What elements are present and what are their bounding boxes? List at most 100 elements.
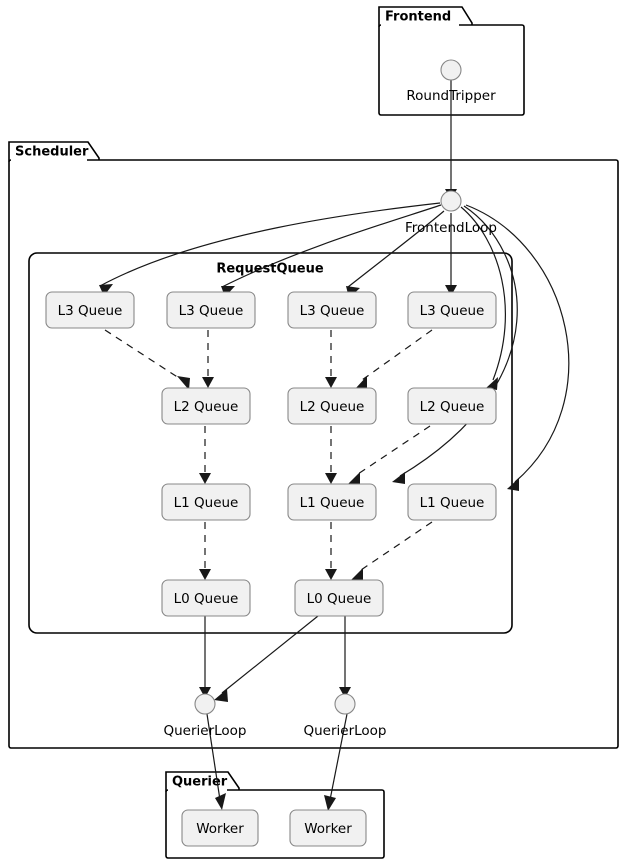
node-l3-queue-1[interactable]: L3 Queue bbox=[45, 291, 135, 329]
edge-l2-3-to-l1-2-arrow bbox=[347, 472, 360, 486]
interface-frontend-loop[interactable]: FrontendLoop bbox=[405, 190, 497, 236]
edge-l3-2-to-l2-1-arrow bbox=[202, 377, 214, 388]
node-l3-queue-1-box bbox=[45, 291, 135, 329]
edge-frontendloop-l1-3 bbox=[465, 204, 570, 483]
edges-l3-to-l2 bbox=[104, 329, 433, 390]
queue-row-l3: L3 Queue L3 Queue L3 Queue L3 Queue bbox=[45, 291, 497, 329]
edge-l2-1-to-l1-1-arrow bbox=[199, 473, 211, 484]
node-worker-2-label: Worker bbox=[304, 821, 352, 837]
node-l1-queue-2-box bbox=[287, 483, 377, 521]
node-l3-queue-4-box bbox=[407, 291, 497, 329]
node-l0-queue-2-label: L0 Queue bbox=[307, 591, 372, 607]
edge-frontendloop-l3-1 bbox=[99, 202, 441, 287]
edges-l0-to-querierloop bbox=[199, 615, 351, 702]
node-l1-queue-3-box bbox=[407, 483, 497, 521]
edge-l0-2-to-querierloop-1 bbox=[221, 615, 319, 694]
package-frontend-tab-seam bbox=[381, 24, 459, 27]
edge-l2-3-to-l1-2 bbox=[354, 425, 431, 477]
interface-querier-loop-1[interactable]: QuerierLoop bbox=[163, 693, 247, 739]
node-l3-queue-2[interactable]: L3 Queue bbox=[166, 291, 256, 329]
querier-loop-2-circle-icon bbox=[334, 693, 356, 715]
frontend-loop-circle-icon bbox=[440, 190, 462, 212]
edge-frontendloop-l3-4-arrow bbox=[445, 285, 457, 296]
interface-round-tripper[interactable]: RoundTripper bbox=[406, 59, 496, 104]
node-l3-queue-3[interactable]: L3 Queue bbox=[287, 291, 377, 329]
node-l1-queue-1-label: L1 Queue bbox=[174, 495, 239, 511]
node-worker-1-box bbox=[181, 809, 259, 847]
edge-querierloop-1-to-worker-1-arrow bbox=[215, 793, 226, 810]
node-l2-queue-1-label: L2 Queue bbox=[174, 399, 239, 415]
queue-row-l1: L1 Queue L1 Queue L1 Queue bbox=[161, 483, 497, 521]
node-worker-2-box bbox=[289, 809, 367, 847]
node-l0-queue-1-box bbox=[161, 579, 251, 617]
round-tripper-circle-icon bbox=[440, 59, 462, 81]
edge-l0-1-to-querierloop-1-arrow bbox=[199, 687, 211, 698]
node-l2-queue-2[interactable]: L2 Queue bbox=[287, 387, 377, 425]
node-l2-queue-1[interactable]: L2 Queue bbox=[161, 387, 251, 425]
edges-l2-to-l1 bbox=[199, 425, 431, 486]
node-l1-queue-2[interactable]: L1 Queue bbox=[287, 483, 377, 521]
package-scheduler-tab-seam bbox=[11, 159, 87, 162]
node-l1-queue-3-label: L1 Queue bbox=[420, 495, 485, 511]
querier-loop-2-label: QuerierLoop bbox=[303, 723, 386, 739]
edge-l1-1-to-l0-1-arrow bbox=[199, 569, 211, 580]
edge-frontendloop-l1-3-arrow bbox=[507, 478, 519, 491]
edges-frontendloop-to-l3 bbox=[99, 202, 457, 298]
node-l2-queue-2-label: L2 Queue bbox=[300, 399, 365, 415]
node-l0-queue-2[interactable]: L0 Queue bbox=[294, 579, 384, 617]
edge-l0-2-to-querierloop-2-arrow bbox=[339, 687, 351, 698]
edge-frontendloop-l3-3 bbox=[347, 210, 445, 288]
node-worker-1[interactable]: Worker bbox=[181, 809, 259, 847]
node-l2-queue-1-box bbox=[161, 387, 251, 425]
package-request-queue-title: RequestQueue bbox=[216, 262, 324, 277]
node-l3-queue-2-label: L3 Queue bbox=[179, 303, 244, 319]
edge-l1-3-to-l0-2 bbox=[357, 521, 433, 573]
node-l3-queue-3-box bbox=[287, 291, 377, 329]
package-querier-title: Querier bbox=[172, 775, 228, 790]
node-l2-queue-3-label: L2 Queue bbox=[420, 399, 485, 415]
package-request-queue-body bbox=[28, 252, 513, 634]
queue-row-l2: L2 Queue L2 Queue L2 Queue bbox=[161, 387, 497, 425]
querier-loop-1-circle-icon bbox=[194, 693, 216, 715]
edge-l3-3-to-l2-2-arrow bbox=[325, 377, 337, 388]
round-tripper-label: RoundTripper bbox=[406, 88, 496, 104]
package-querier-tab-seam bbox=[168, 789, 227, 792]
edges-l1-to-l0 bbox=[199, 521, 433, 582]
node-l0-queue-1-label: L0 Queue bbox=[174, 591, 239, 607]
querier-loop-1-label: QuerierLoop bbox=[163, 723, 246, 739]
queue-row-l0: L0 Queue L0 Queue bbox=[161, 579, 384, 617]
edge-querierloop-1-to-worker-1 bbox=[206, 713, 221, 801]
edge-l3-1-to-l2-1-arrow bbox=[177, 376, 190, 390]
edge-l1-3-to-l0-2-arrow bbox=[350, 568, 363, 582]
node-l3-queue-2-box bbox=[166, 291, 256, 329]
package-request-queue[interactable]: RequestQueue bbox=[28, 252, 513, 634]
edge-querierloop-2-to-worker-2 bbox=[329, 713, 348, 801]
node-l0-queue-2-box bbox=[294, 579, 384, 617]
frontend-loop-label: FrontendLoop bbox=[405, 220, 497, 236]
edge-l0-2-to-querierloop-1-arrow bbox=[214, 689, 228, 702]
node-l3-queue-3-label: L3 Queue bbox=[300, 303, 365, 319]
edge-l3-4-to-l2-2-arrow bbox=[355, 376, 367, 390]
node-l3-queue-4[interactable]: L3 Queue bbox=[407, 291, 497, 329]
node-worker-2[interactable]: Worker bbox=[289, 809, 367, 847]
edge-frontendloop-l3-2 bbox=[221, 204, 442, 288]
node-l0-queue-1[interactable]: L0 Queue bbox=[161, 579, 251, 617]
node-l1-queue-1-box bbox=[161, 483, 251, 521]
node-l3-queue-4-label: L3 Queue bbox=[420, 303, 485, 319]
edge-l2-2-to-l1-2-arrow bbox=[325, 473, 337, 484]
edge-l3-4-to-l2-2 bbox=[361, 329, 433, 381]
node-l2-queue-3[interactable]: L2 Queue bbox=[407, 387, 497, 425]
node-l2-queue-3-box bbox=[407, 387, 497, 425]
package-frontend-title: Frontend bbox=[385, 10, 451, 25]
node-l1-queue-2-label: L1 Queue bbox=[300, 495, 365, 511]
interface-querier-loop-2[interactable]: QuerierLoop bbox=[303, 693, 387, 739]
edges-frontendloop-to-lower bbox=[392, 204, 570, 491]
edge-querierloop-2-to-worker-2-arrow bbox=[324, 795, 336, 811]
edges-querierloop-to-worker bbox=[206, 713, 348, 811]
edge-frontendloop-l3-1-arrow bbox=[99, 284, 113, 296]
node-l1-queue-1[interactable]: L1 Queue bbox=[161, 483, 251, 521]
edge-l1-2-to-l0-2-arrow bbox=[325, 569, 337, 580]
node-l1-queue-3[interactable]: L1 Queue bbox=[407, 483, 497, 521]
edge-l3-1-to-l2-1 bbox=[104, 329, 183, 381]
